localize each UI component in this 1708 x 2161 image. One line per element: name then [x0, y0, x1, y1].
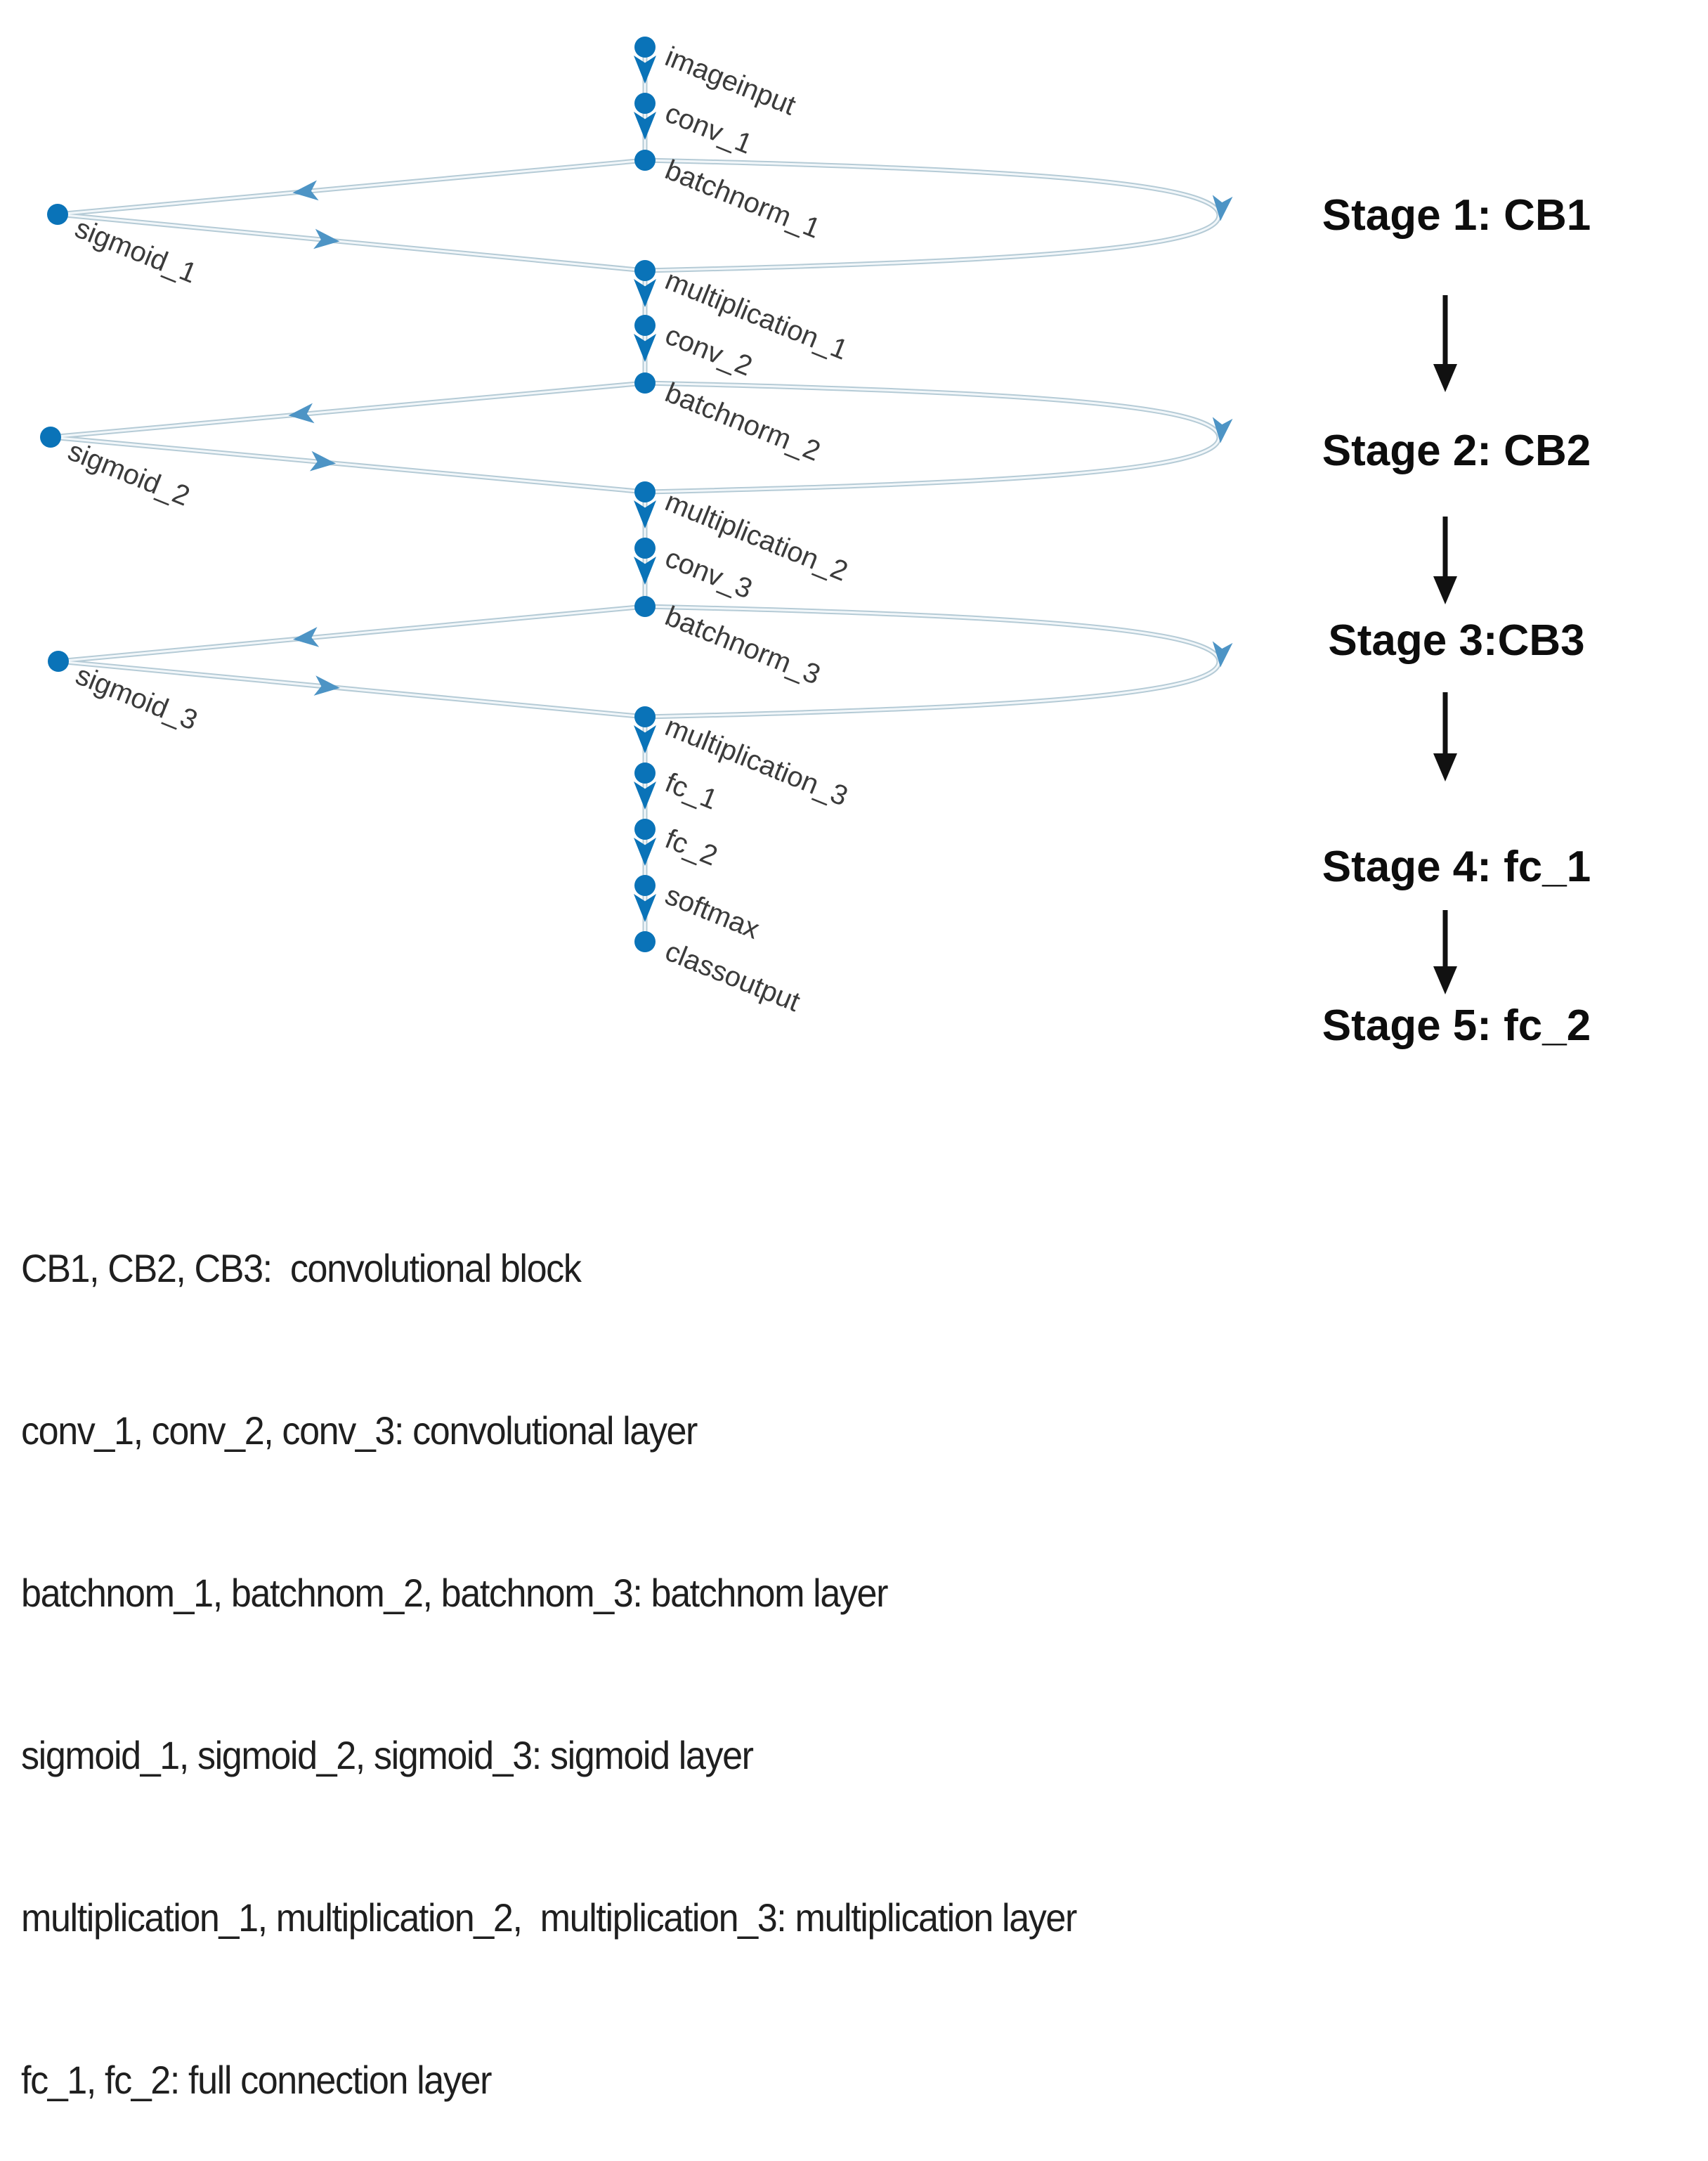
stage-arrow-head-icon — [1433, 576, 1457, 604]
stage-label-3: Stage 3:CB3 — [1328, 616, 1584, 665]
graph-node-batchnorm_1 — [634, 150, 656, 171]
edge-arrowhead-icon — [309, 450, 337, 472]
edge-arrowhead-icon — [634, 781, 656, 810]
graph-node-classoutput — [634, 931, 656, 952]
edge-arrowhead-icon — [634, 112, 656, 140]
graph-node-batchnorm_2 — [634, 372, 656, 394]
legend-line-multiplication: multiplication_1, multiplication_2, mult… — [21, 1895, 1077, 1940]
graph-node-sigmoid_1 — [47, 204, 68, 225]
legend: CB1, CB2, CB3: convolutional block conv_… — [21, 1133, 1077, 2161]
graph-node-multiplication_2 — [634, 481, 656, 502]
stage-arrow-head-icon — [1433, 966, 1457, 994]
graph-node-conv_2 — [634, 315, 656, 336]
legend-line-conv: conv_1, conv_2, conv_3: convolutional la… — [21, 1408, 698, 1453]
edge-arrowhead-icon — [634, 334, 656, 362]
graph-node-label-conv_1: conv_1 — [661, 98, 757, 160]
edge-arrowhead-icon — [634, 725, 656, 753]
legend-line-cb: CB1, CB2, CB3: convolutional block — [21, 1246, 582, 1290]
graph-edge-core — [58, 660, 646, 718]
stage-arrow-head-icon — [1433, 753, 1457, 781]
graph-node-multiplication_1 — [634, 260, 656, 281]
legend-line-fc: fc_1, fc_2: full connection layer — [21, 2058, 492, 2102]
edge-arrowhead-icon — [293, 627, 320, 647]
legend-line-sigmoid: sigmoid_1, sigmoid_2, sigmoid_3: sigmoid… — [21, 1733, 754, 1777]
stage-label-2: Stage 2: CB2 — [1322, 427, 1591, 475]
graph-node-label-conv_3: conv_3 — [661, 543, 757, 605]
graph-node-sigmoid_3 — [48, 651, 69, 672]
graph-node-label-softmax: softmax — [661, 880, 764, 945]
graph-node-label-batchnorm_3: batchnorm_3 — [661, 601, 825, 691]
edge-arrowhead-icon — [1212, 195, 1233, 221]
graph-node-label-batchnorm_2: batchnorm_2 — [661, 377, 825, 467]
edge-arrowhead-icon — [634, 500, 656, 528]
edge-arrowhead-icon — [634, 56, 656, 84]
graph-edge — [644, 604, 1222, 720]
graph-edge-core — [50, 382, 646, 439]
graph-node-label-conv_2: conv_2 — [661, 320, 757, 382]
graph-node-fc_2 — [634, 819, 656, 840]
graph-edge-core — [644, 382, 1220, 493]
edge-arrowhead-icon — [1212, 641, 1233, 668]
edge-arrowhead-icon — [1212, 417, 1233, 443]
stage-label-4: Stage 4: fc_1 — [1322, 843, 1591, 891]
edge-arrowhead-icon — [292, 180, 319, 201]
graph-node-label-fc_2: fc_2 — [661, 824, 722, 872]
network-architecture-diagram: imageinputconv_1batchnorm_1sigmoid_1mult… — [40, 37, 1591, 1050]
stage-arrow-head-icon — [1433, 364, 1457, 392]
edge-arrowhead-icon — [313, 228, 340, 249]
graph-node-conv_3 — [634, 538, 656, 559]
graph-node-imageinput — [634, 37, 656, 58]
graph-edge — [644, 157, 1222, 273]
graph-edge-core — [57, 159, 646, 216]
graph-node-label-batchnorm_1: batchnorm_1 — [661, 155, 825, 245]
graph-edge — [644, 380, 1222, 495]
graph-node-label-classoutput: classoutput — [661, 936, 804, 1018]
graph-edge-core — [644, 605, 1220, 718]
graph-node-batchnorm_3 — [634, 596, 656, 617]
edge-arrowhead-icon — [313, 675, 340, 696]
graph-edge-core — [50, 436, 646, 493]
edge-arrowhead-icon — [634, 838, 656, 866]
graph-node-fc_1 — [634, 762, 656, 784]
legend-line-batchnom: batchnom_1, batchnom_2, batchnom_3: batc… — [21, 1571, 888, 1615]
graph-node-multiplication_3 — [634, 706, 656, 727]
graph-edge-core — [57, 213, 646, 272]
graph-node-conv_1 — [634, 93, 656, 114]
graph-node-label-fc_1: fc_1 — [661, 767, 722, 816]
stage-label-1: Stage 1: CB1 — [1322, 191, 1591, 240]
edge-arrowhead-icon — [288, 403, 315, 424]
graph-edge-core — [644, 159, 1220, 272]
edge-arrowhead-icon — [634, 557, 656, 585]
edge-arrowhead-icon — [634, 279, 656, 307]
stage-label-5: Stage 5: fc_2 — [1322, 1001, 1591, 1050]
edge-arrowhead-icon — [634, 894, 656, 922]
graph-node-softmax — [634, 875, 656, 896]
graph-edge-core — [58, 605, 646, 663]
graph-node-sigmoid_2 — [40, 427, 61, 448]
